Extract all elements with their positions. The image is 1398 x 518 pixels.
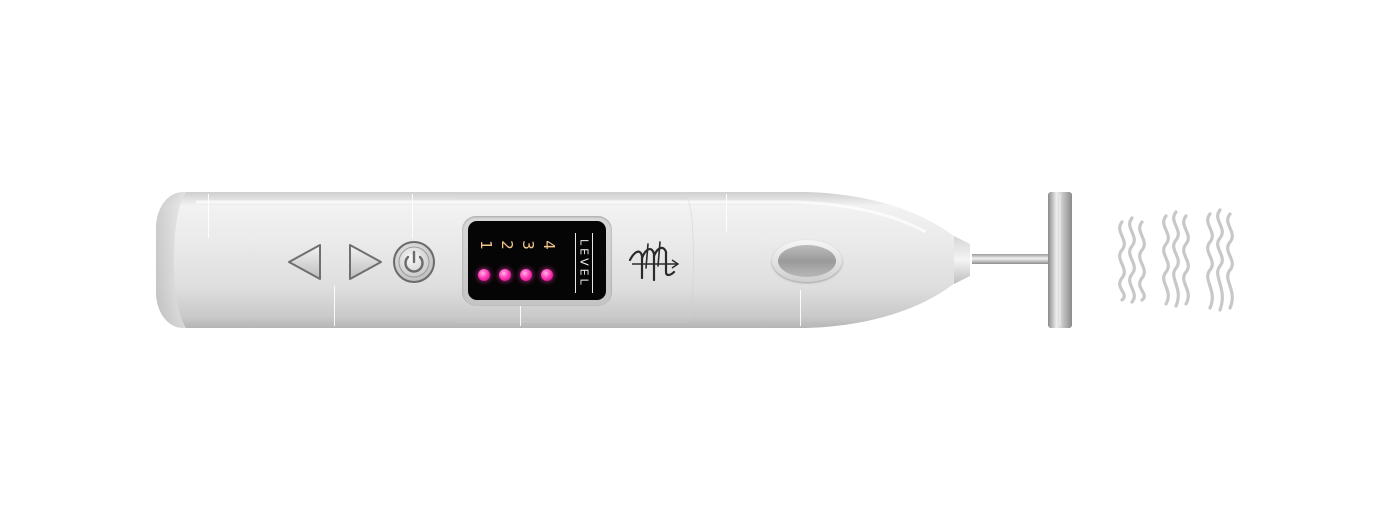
level-number-1: 1 (477, 240, 495, 250)
seam-line (800, 290, 801, 326)
seam-line (726, 194, 727, 232)
display-screen: 1 2 3 4 LEVEL (468, 221, 606, 300)
level-dot-3 (520, 269, 532, 281)
vibration-waves-icon (1108, 206, 1248, 316)
level-number-4: 4 (540, 240, 558, 250)
decrease-level-button[interactable] (286, 242, 324, 282)
activation-button[interactable] (772, 240, 842, 282)
seam-line (412, 194, 413, 238)
power-icon (393, 241, 435, 283)
t-shaped-applicator-head (956, 188, 1078, 330)
level-dot-1 (478, 269, 490, 281)
level-dot-2 (499, 269, 511, 281)
level-number-3: 3 (519, 240, 537, 250)
increase-level-button[interactable] (346, 242, 384, 282)
oval-button-surface (778, 245, 836, 277)
level-label-box: LEVEL (575, 233, 593, 293)
level-label: LEVEL (577, 238, 591, 288)
brand-logo (624, 238, 682, 284)
level-display: 1 2 3 4 LEVEL (462, 216, 612, 306)
seam-line (208, 194, 209, 238)
seam-line (520, 296, 521, 326)
level-number-2: 2 (498, 240, 516, 250)
level-dot-4 (541, 269, 553, 281)
triangle-right-icon (349, 244, 382, 280)
level-indicator-dots (472, 269, 564, 285)
seam-line (334, 286, 335, 326)
triangle-left-icon (288, 244, 321, 280)
level-numbers: 1 2 3 4 (474, 236, 566, 256)
power-button[interactable] (392, 240, 436, 284)
